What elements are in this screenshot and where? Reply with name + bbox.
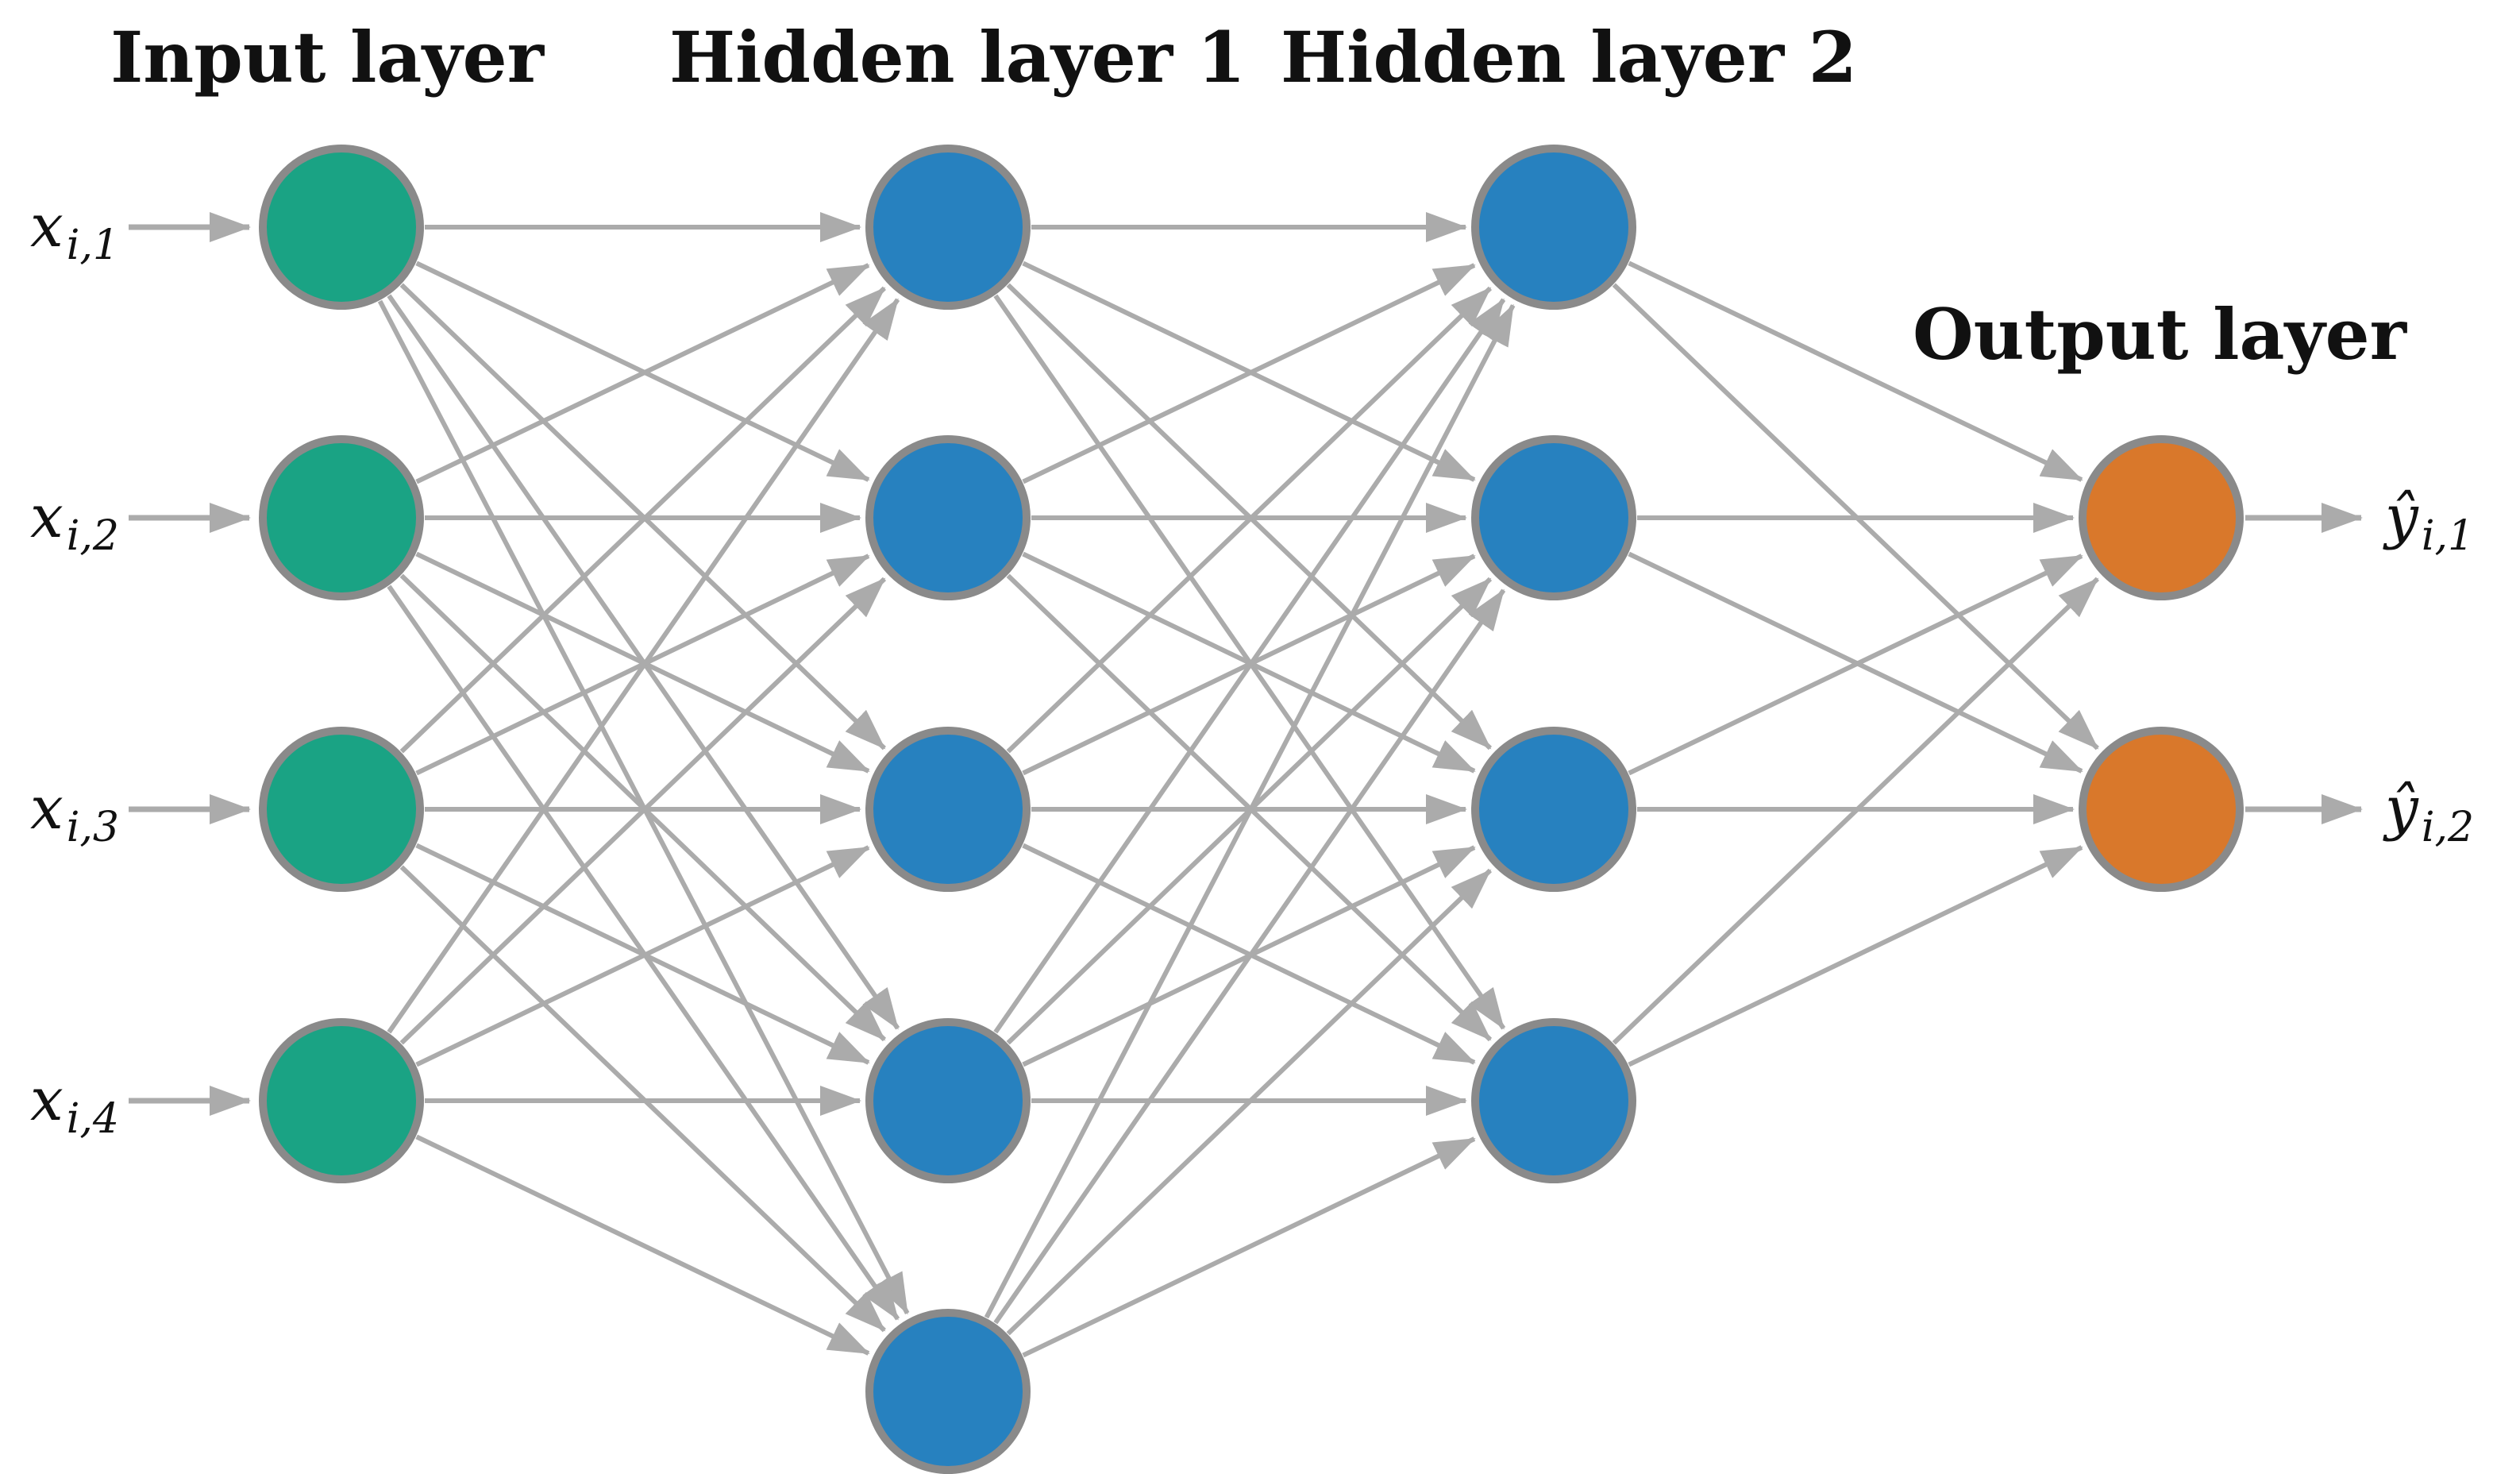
edge-input-4-hidden1-1 [387,298,900,1034]
input-label-2-var: x [30,483,64,551]
input-label-1-var: x [30,192,64,260]
node-input-1 [259,145,424,310]
title-output-layer: Output layer [1913,293,2408,376]
input-label-4: xi,4 [30,1066,119,1143]
input-label-4-var: x [30,1066,64,1134]
output-label-2-var: ŷ [2383,774,2419,843]
output-label-2: ŷi,2 [2383,774,2474,851]
io-arrows-layer [129,212,2363,1116]
edge-input-4-hidden1-5 [415,1134,870,1356]
edge-hidden1-2-hidden2-1 [1022,263,1476,484]
edge-hidden2-4-output-2 [1628,845,2083,1067]
node-input-2 [259,435,424,600]
node-hidden2-4 [1471,1018,1636,1183]
node-hidden2-1 [1471,145,1636,310]
edge-input-4-hidden1-2 [399,577,887,1045]
output-label-1: ŷi,1 [2383,483,2474,560]
input-label-4-subscript: i,4 [67,1095,119,1143]
node-input-4 [259,1018,424,1183]
edge-hidden1-5-hidden2-4 [1022,1136,1476,1358]
title-hidden-layer-2: Hidden layer 2 [1281,16,1857,98]
edge-hidden2-3-output-1 [1628,554,2083,776]
nodes-layer [259,145,2244,1474]
input-label-1-subscript: i,1 [67,222,119,269]
node-hidden1-3 [865,727,1031,892]
edge-hidden1-5-hidden2-3 [1006,868,1493,1336]
node-hidden1-2 [865,435,1031,600]
labels-layer: Input layer Hidden layer 1 Hidden layer … [30,16,2474,1143]
node-hidden1-1 [865,145,1031,310]
node-output-1 [2079,435,2244,600]
output-label-1-subscript: i,1 [2422,512,2474,560]
edge-input-2-hidden1-1 [415,263,870,484]
input-label-3-var: x [30,774,64,843]
edges-layer [377,212,2099,1358]
input-label-3-subscript: i,3 [67,804,119,851]
node-hidden2-2 [1471,435,1636,600]
input-label-3: xi,3 [30,774,119,851]
node-hidden2-3 [1471,727,1636,892]
node-input-3 [259,727,424,892]
node-output-2 [2079,727,2244,892]
node-hidden1-5 [865,1309,1031,1474]
edge-hidden1-3-hidden2-1 [1006,286,1493,754]
title-input-layer: Input layer [110,16,545,98]
title-hidden-layer-1: Hidden layer 1 [669,16,1246,98]
edge-input-4-hidden1-3 [415,845,870,1067]
input-label-2: xi,2 [30,483,119,560]
edge-hidden1-5-hidden2-2 [993,588,1506,1325]
node-hidden1-4 [865,1018,1031,1183]
edge-hidden2-4-output-1 [1612,577,2099,1045]
edge-hidden2-1-output-1 [1628,260,2083,482]
edge-hidden1-4-hidden2-1 [993,298,1506,1034]
output-label-2-subscript: i,2 [2422,804,2474,851]
edge-input-3-hidden1-1 [399,286,886,754]
input-label-1: xi,1 [30,192,119,269]
input-label-2-subscript: i,2 [67,512,119,560]
output-label-1-var: ŷ [2383,483,2419,551]
edge-hidden1-5-hidden2-1 [984,303,1516,1319]
